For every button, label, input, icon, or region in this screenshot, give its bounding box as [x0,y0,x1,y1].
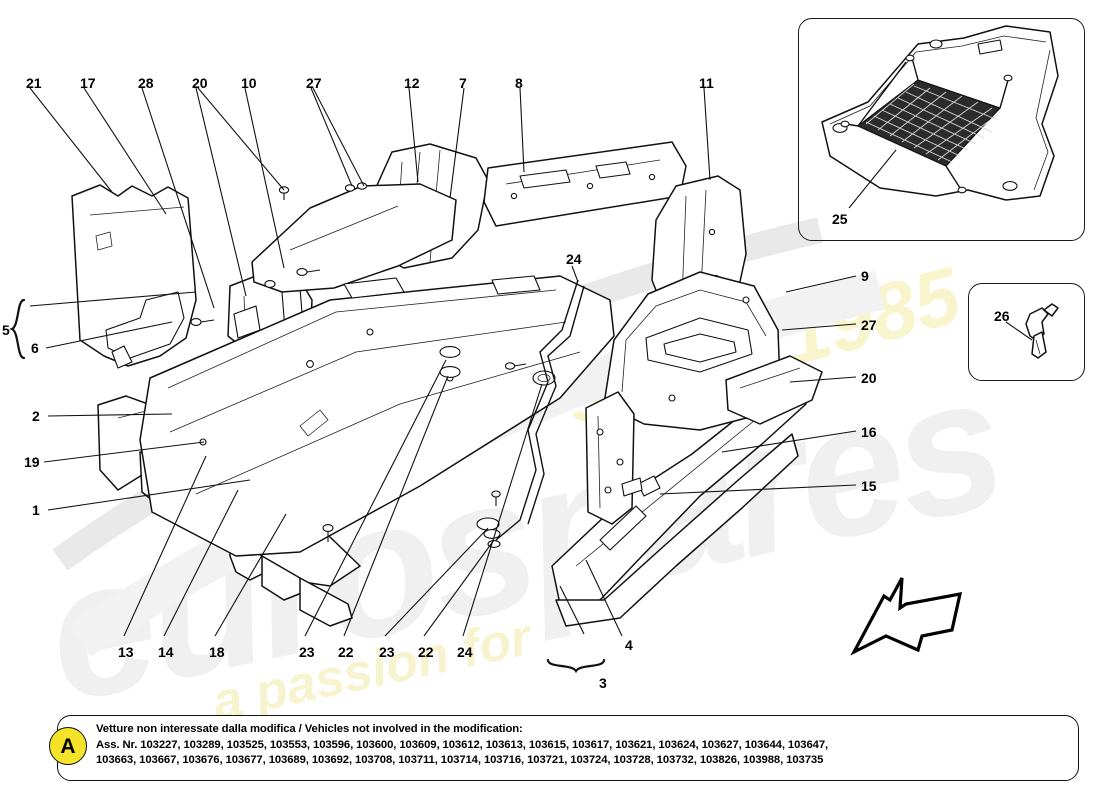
part-main-floor-carpet [139,275,615,557]
callout-6-left: 6 [31,340,39,356]
callout-23-bottom-b: 23 [379,644,395,660]
callout-15-right: 15 [861,478,877,494]
callout-20-top: 20 [192,75,208,91]
callout-27-top: 27 [306,75,322,91]
callout-17-top: 17 [80,75,96,91]
callout-14-bottom: 14 [158,644,174,660]
cargo-net-illustration [821,25,1059,209]
callout-5-left-bracket: 5 [2,322,10,338]
callout-27-right: 27 [861,317,877,333]
part-right-lower-trim [551,377,807,627]
fastener-clip-inset-panel [968,283,1085,381]
note-line-1: Vetture non interessate dalla modifica /… [96,723,523,735]
part-left-side-trim [71,184,197,369]
fastener-clip-illustration [1005,303,1059,359]
callout-8-top: 8 [515,75,523,91]
note-line-3: 103663, 103667, 103676, 103677, 103689, … [96,754,824,767]
leader-lines [9,87,857,674]
cargo-net-inset-panel [798,18,1085,241]
callout-12-top: 12 [404,75,420,91]
callout-22-bottom-b: 22 [418,644,434,660]
callout-20-right: 20 [861,370,877,386]
callout-26-inset: 26 [994,308,1010,324]
callout-23-bottom-a: 23 [299,644,315,660]
callout-13-bottom: 13 [118,644,134,660]
modification-note-box: Vetture non interessate dalla modifica /… [57,715,1079,781]
callout-4-bottom: 4 [625,637,633,653]
note-line-2: Ass. Nr. 103227, 103289, 103525, 103553,… [96,738,829,751]
callout-21-top: 21 [26,75,42,91]
callout-24-bottom: 24 [457,644,473,660]
callout-19-left: 19 [24,454,40,470]
fastener-set [190,182,368,326]
callout-22-bottom-a: 22 [338,644,354,660]
callout-7-top: 7 [459,75,467,91]
callout-9-right: 9 [861,268,869,284]
callout-3-bottom-bracket: 3 [599,675,607,691]
callout-24-center: 24 [566,251,582,267]
note-badge-a: A [49,727,87,765]
note-text: Vetture non interessate dalla modifica /… [96,722,1070,769]
callout-2-left: 2 [32,408,40,424]
direction-of-travel-arrow [850,577,963,656]
callout-10-top: 10 [241,75,257,91]
callout-18-bottom: 18 [209,644,225,660]
part-right-wheel-arch-liner [585,271,823,525]
callout-28-top: 28 [138,75,154,91]
callout-11-top: 11 [699,75,714,91]
callout-16-right: 16 [861,424,877,440]
callout-25-inset: 25 [832,211,848,227]
callout-1-left: 1 [32,502,40,518]
